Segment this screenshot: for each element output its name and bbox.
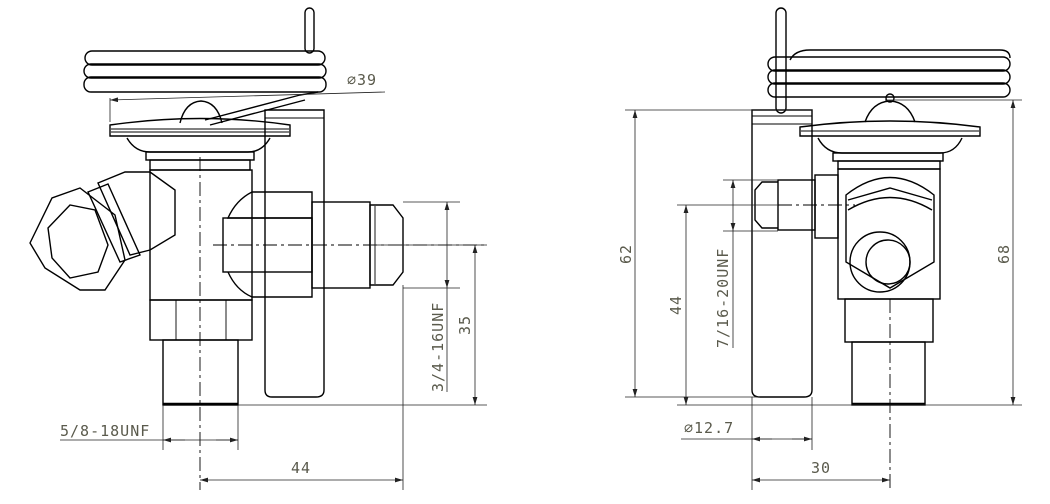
outlet-fitting [149, 299, 253, 406]
diameter-39-label: ∅39 [347, 71, 377, 89]
capillary-coil-side [767, 7, 1011, 114]
angled-nut [29, 171, 176, 291]
front-view: ∅39 3/4-16UNF 35 5/8-18UNF 44 [29, 7, 487, 490]
bulb-height-62-label: 62 [617, 244, 635, 264]
valve-body-side [754, 168, 941, 300]
side-view: 62 44 7/16-20UNF 68 ∅12.7 30 [617, 7, 1022, 490]
overall-height-68-label: 68 [995, 244, 1013, 264]
equalizer-thread-label: 7/16-20UNF [714, 248, 732, 348]
dimensions-front: ∅39 3/4-16UNF 35 5/8-18UNF 44 [60, 71, 487, 490]
port-height-44-label: 44 [667, 295, 685, 315]
valve-body [149, 169, 404, 301]
bulb-diameter-label: ∅12.7 [684, 419, 734, 437]
inlet-thread-label: 3/4-16UNF [429, 302, 447, 392]
sensing-bulb-side [751, 109, 813, 398]
width-30-label: 30 [811, 459, 831, 477]
capillary-coil [83, 7, 327, 126]
dimensions-side: 62 44 7/16-20UNF 68 ∅12.7 30 [617, 99, 1022, 490]
height-35-label: 35 [456, 315, 474, 335]
outlet-thread-label: 5/8-18UNF [60, 422, 150, 440]
outlet-fitting-side [844, 298, 934, 406]
sensing-bulb [264, 109, 325, 398]
diaphragm-head-side [799, 93, 981, 170]
width-44-label: 44 [291, 459, 311, 477]
